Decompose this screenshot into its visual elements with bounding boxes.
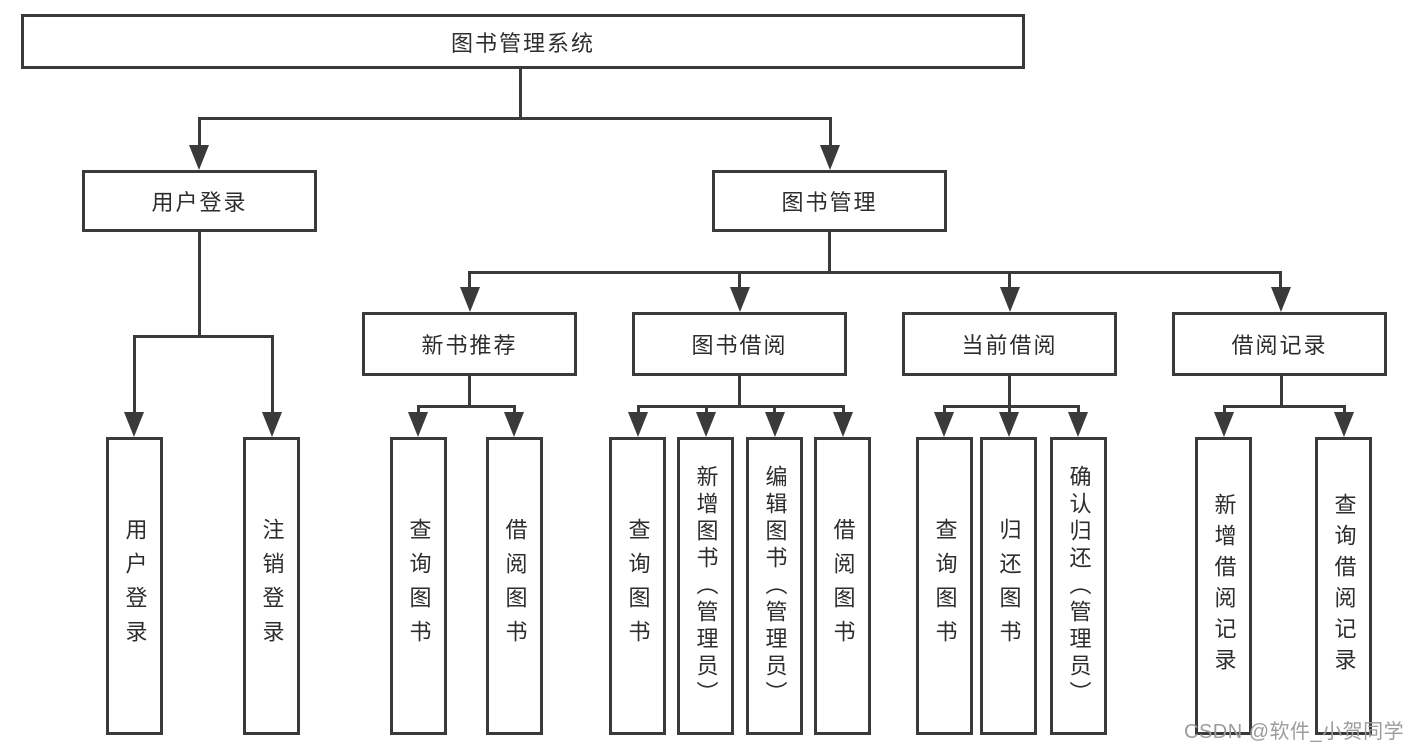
node-leaf-query-books: 查询图书 <box>916 437 973 735</box>
connector-current-borrow-stem <box>1008 376 1011 408</box>
node-label: 归还图书 <box>996 518 1022 654</box>
connector-borrow-records-rail <box>1223 405 1346 408</box>
node-label: 图书管理系统 <box>450 30 595 56</box>
node-label: 确认归还（管理员） <box>1066 464 1092 708</box>
arrow-down-icon <box>999 412 1019 437</box>
arrow-down-icon <box>1068 412 1088 437</box>
connector-leaf-shaft <box>1008 405 1011 417</box>
node-leaf-borrow-books: 借阅图书 <box>486 437 543 735</box>
node-leaf-query-books: 查询图书 <box>390 437 447 735</box>
node-new-book-recommend: 新书推荐 <box>362 312 577 376</box>
arrow-down-icon <box>124 412 144 437</box>
arrow-down-icon <box>408 412 428 437</box>
connector-leaf-shaft <box>637 405 640 417</box>
arrow-down-icon <box>765 412 785 437</box>
node-label: 图书借阅 <box>691 333 788 358</box>
connector-borrow-records-stem <box>1280 376 1283 408</box>
node-label: 用户登录 <box>122 518 148 654</box>
connector-leaf-shaft <box>513 405 516 417</box>
node-label: 借阅图书 <box>502 518 528 654</box>
arrow-down-icon <box>189 145 209 170</box>
connector-book-borrow-shaft <box>738 271 741 291</box>
node-leaf-add-books-admin: 新增图书（管理员） <box>677 437 734 735</box>
connector-current-borrow-rail <box>943 405 1080 408</box>
node-label: 当前借阅 <box>961 333 1058 358</box>
csdn-watermark: CSDN @软件_小贺同学 <box>1184 721 1405 743</box>
node-book-management: 图书管理 <box>712 170 947 232</box>
node-library-management-system: 图书管理系统 <box>21 14 1025 69</box>
node-leaf-borrow-books: 借阅图书 <box>814 437 871 735</box>
node-label: 查询图书 <box>932 518 958 654</box>
connector-user-login-rail <box>133 335 274 338</box>
connector-leaf-shaft <box>1077 405 1080 417</box>
connector-logout-shaft <box>271 335 274 414</box>
node-leaf-user-login: 用户登录 <box>106 437 163 735</box>
node-leaf-query-books: 查询图书 <box>609 437 666 735</box>
connector-book-mgmt-shaft <box>829 117 832 147</box>
connector-book-borrow-rail <box>637 405 845 408</box>
node-leaf-edit-books-admin: 编辑图书（管理员） <box>746 437 803 735</box>
connector-leaf-shaft <box>842 405 845 417</box>
connector-leaf-shaft <box>943 405 946 417</box>
connector-leaf-shaft <box>773 405 776 417</box>
arrow-down-icon <box>1271 287 1291 312</box>
node-label: 图书管理 <box>781 190 878 215</box>
connector-root-stem <box>519 69 522 119</box>
node-label: 查询借阅记录 <box>1331 493 1357 679</box>
connector-leaf-shaft <box>417 405 420 417</box>
arrow-down-icon <box>1000 287 1020 312</box>
node-leaf-return-books: 归还图书 <box>980 437 1037 735</box>
node-leaf-add-borrow-record: 新增借阅记录 <box>1195 437 1252 735</box>
node-label: 注销登录 <box>259 518 285 654</box>
connector-new-books-stem <box>468 376 471 408</box>
arrow-down-icon <box>730 287 750 312</box>
arrow-down-icon <box>628 412 648 437</box>
connector-borrow-records-shaft <box>1279 271 1282 291</box>
node-leaf-query-borrow-record: 查询借阅记录 <box>1315 437 1372 735</box>
node-borrowing-records: 借阅记录 <box>1172 312 1387 376</box>
node-label: 新增图书（管理员） <box>693 464 719 708</box>
node-label: 查询图书 <box>625 518 651 654</box>
node-label: 查询图书 <box>406 518 432 654</box>
node-user-login: 用户登录 <box>82 170 317 232</box>
node-label: 编辑图书（管理员） <box>762 464 788 708</box>
connector-leaf-shaft <box>705 405 708 417</box>
arrow-down-icon <box>1334 412 1354 437</box>
node-current-borrowing: 当前借阅 <box>902 312 1117 376</box>
node-leaf-logout: 注销登录 <box>243 437 300 735</box>
connector-leaf-shaft <box>1343 405 1346 417</box>
arrow-down-icon <box>1214 412 1234 437</box>
connector-current-borrow-shaft <box>1008 271 1011 291</box>
connector-user-login-shaft <box>198 117 201 147</box>
connector-book-borrow-stem <box>738 376 741 408</box>
connector-leaf-shaft <box>1223 405 1226 417</box>
node-label: 新增借阅记录 <box>1211 493 1237 679</box>
node-leaf-confirm-return-admin: 确认归还（管理员） <box>1050 437 1107 735</box>
connector-book-mgmt-stem <box>828 232 831 274</box>
connector-new-books-shaft <box>468 271 471 291</box>
arrow-down-icon <box>696 412 716 437</box>
node-label: 新书推荐 <box>421 333 518 358</box>
arrow-down-icon <box>262 412 282 437</box>
arrow-down-icon <box>833 412 853 437</box>
node-label: 借阅图书 <box>830 518 856 654</box>
connector-new-books-rail <box>417 405 516 408</box>
arrow-down-icon <box>934 412 954 437</box>
node-label: 借阅记录 <box>1231 333 1328 358</box>
node-label: 用户登录 <box>151 190 248 215</box>
arrow-down-icon <box>820 145 840 170</box>
connector-login-shaft <box>133 335 136 414</box>
connector-root-rail <box>198 117 832 120</box>
connector-book-mgmt-rail <box>468 271 1282 274</box>
arrow-down-icon <box>460 287 480 312</box>
node-book-borrowing: 图书借阅 <box>632 312 847 376</box>
connector-user-login-stem <box>198 232 201 338</box>
arrow-down-icon <box>504 412 524 437</box>
